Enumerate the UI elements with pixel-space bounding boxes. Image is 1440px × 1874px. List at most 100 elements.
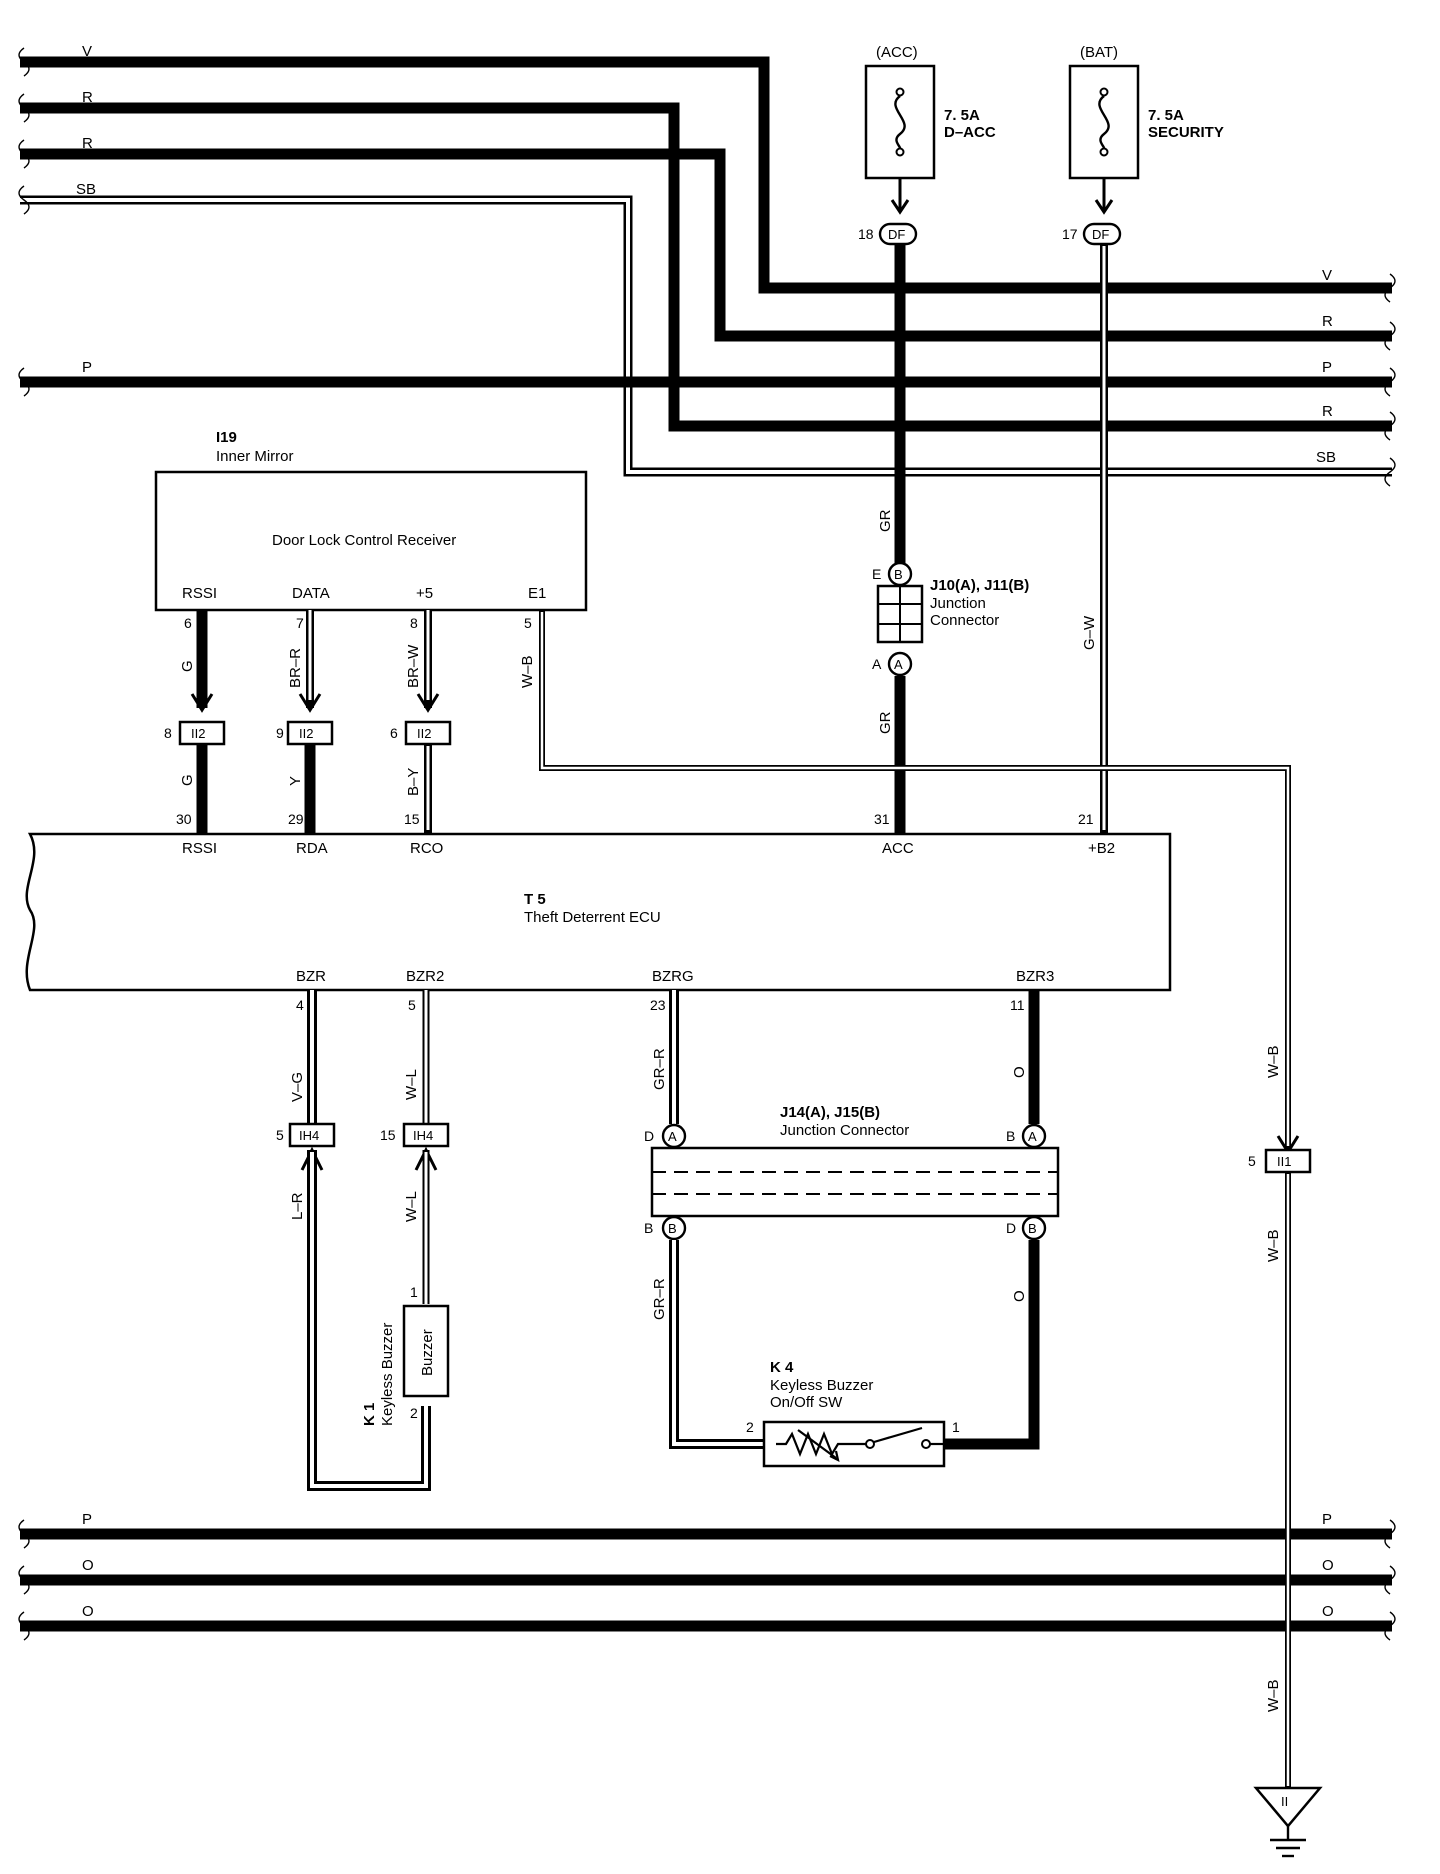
pin-number: 1 <box>952 1419 960 1435</box>
pin-number: 7 <box>296 615 304 631</box>
fuse-source-label: (ACC) <box>876 44 918 61</box>
connector-pin: B <box>644 1220 653 1236</box>
wire-color: V–G <box>289 1072 306 1102</box>
wire-color: O <box>1011 1066 1028 1078</box>
wire-color: G <box>179 660 196 672</box>
wire-color: BR–R <box>287 648 304 688</box>
wire-color: W–B <box>1265 1045 1282 1078</box>
fuse-bat: (BAT) 7. 5A SECURITY DF 17 <box>1062 44 1224 246</box>
pin-name: BZR2 <box>406 968 444 985</box>
bus-label: O <box>82 1603 94 1620</box>
k4-wires: GR–R O <box>651 1240 1040 1450</box>
bus-label: V <box>1322 267 1332 284</box>
pin-name: BZR <box>296 968 326 985</box>
top-bus-labels-left: V R R SB P <box>76 43 96 376</box>
component-name: Theft Deterrent ECU <box>524 909 661 926</box>
component-name: Inner Mirror <box>216 448 294 465</box>
connector-pin: 8 <box>164 725 172 741</box>
connector-pin: 5 <box>1248 1153 1256 1169</box>
bus-label: P <box>1322 1511 1332 1528</box>
buzzer-loop: L–R W–L <box>289 1150 431 1491</box>
mirror-wires: 6 G 7 BR–R 8 BR–W 5 W–B <box>179 610 1291 1150</box>
pin-number: 21 <box>1078 811 1094 827</box>
bus-label: R <box>1322 313 1333 330</box>
ii2-connectors: II2 8 II2 9 II2 6 G Y B–Y <box>164 720 452 834</box>
fuse-acc: (ACC) 7. 5A D–ACC DF 18 <box>858 44 996 246</box>
fuse-rating: 7. 5A <box>1148 107 1184 124</box>
bus-label: O <box>82 1557 94 1574</box>
connector-title: J10(A), J11(B) <box>930 577 1029 594</box>
bus-label: SB <box>1316 449 1336 466</box>
bus-label: O <box>1322 1603 1334 1620</box>
pin-name: RSSI <box>182 840 217 857</box>
ground-symbol: II <box>1253 1786 1323 1858</box>
connector-pin: 6 <box>390 725 398 741</box>
pin-name: BZR3 <box>1016 968 1054 985</box>
pin-number: 5 <box>408 997 416 1013</box>
connector-code: A <box>1028 1129 1037 1144</box>
wire-color: Y <box>287 776 304 786</box>
connector-code: IH4 <box>299 1128 319 1143</box>
bottom-bus-wires: P O O P O O <box>18 1511 1396 1641</box>
pin-number: 30 <box>176 811 192 827</box>
component-code: K 4 <box>770 1359 794 1376</box>
component-name: Keyless Buzzer <box>379 1323 396 1426</box>
wire-color: W–L <box>403 1069 420 1100</box>
fuse-pin: 17 <box>1062 226 1078 242</box>
pin-number: 8 <box>410 615 418 631</box>
wire-color: W–L <box>403 1191 420 1222</box>
connector-name: Junction <box>930 595 986 612</box>
component-code: K 1 <box>361 1403 378 1426</box>
k1-keyless-buzzer: 1 Buzzer 2 K 1 Keyless Buzzer <box>361 1284 450 1426</box>
connector-code: B <box>894 567 903 582</box>
wire-color: B–Y <box>405 768 422 796</box>
pin-number: 31 <box>874 811 890 827</box>
connector-code: B <box>1028 1221 1037 1236</box>
wire-color: GR–R <box>651 1278 668 1320</box>
connector-pin: 5 <box>276 1127 284 1143</box>
pin-name: BZRG <box>652 968 694 985</box>
bus-label: P <box>1322 359 1332 376</box>
left-bus-ends <box>18 47 30 397</box>
pin-name: ACC <box>882 840 914 857</box>
connector-pin: A <box>872 656 882 672</box>
wire-color: GR <box>877 711 894 734</box>
component-name: Keyless Buzzer <box>770 1377 873 1394</box>
j14-junction-connector: J14(A), J15(B) Junction Connector A D A … <box>644 1104 1060 1241</box>
connector-code: II2 <box>417 726 431 741</box>
right-bus-ends <box>1384 273 1396 487</box>
component-code: I19 <box>216 429 237 446</box>
pin-number: 2 <box>746 1419 754 1435</box>
wire-color: W–B <box>1265 1229 1282 1262</box>
k4-buzzer-switch: K 4 Keyless Buzzer On/Off SW 2 1 <box>746 1359 960 1468</box>
fuse-source-label: (BAT) <box>1080 44 1118 61</box>
pin-name: +B2 <box>1088 840 1115 857</box>
j10-junction-connector: B E A A J10(A), J11(B) Junction Connecto… <box>872 561 1029 677</box>
connector-code: A <box>668 1129 677 1144</box>
fuse-name: SECURITY <box>1148 124 1224 141</box>
pin-number: 11 <box>1010 997 1025 1013</box>
bat-wire: G–W <box>1081 244 1108 834</box>
theft-deterrent-ecu: 30 29 15 31 21 RSSI RDA RCO ACC +B2 T 5 … <box>25 811 1172 992</box>
connector-code: II1 <box>1277 1154 1291 1169</box>
inner-mirror: I19 Inner Mirror Door Lock Control Recei… <box>154 429 588 612</box>
pin-number: 4 <box>296 997 304 1013</box>
pin-number: 6 <box>184 615 192 631</box>
bus-label: R <box>82 89 93 106</box>
pin-name: +5 <box>416 585 433 602</box>
connector-title: J14(A), J15(B) <box>780 1104 880 1121</box>
top-bus-wires <box>20 56 1392 477</box>
pin-name: RDA <box>296 840 328 857</box>
bus-label: V <box>82 43 92 60</box>
bus-label: SB <box>76 181 96 198</box>
component-name: On/Off SW <box>770 1394 843 1411</box>
ih4-connectors: IH4 5 IH4 15 <box>276 1122 450 1171</box>
pin-number: 15 <box>404 811 420 827</box>
bus-label: P <box>82 359 92 376</box>
connector-pin: 15 <box>380 1127 396 1143</box>
ground-code: II <box>1281 1794 1288 1809</box>
pin-name: E1 <box>528 585 546 602</box>
wire-color: GR–R <box>651 1048 668 1090</box>
fuse-pin: 18 <box>858 226 874 242</box>
